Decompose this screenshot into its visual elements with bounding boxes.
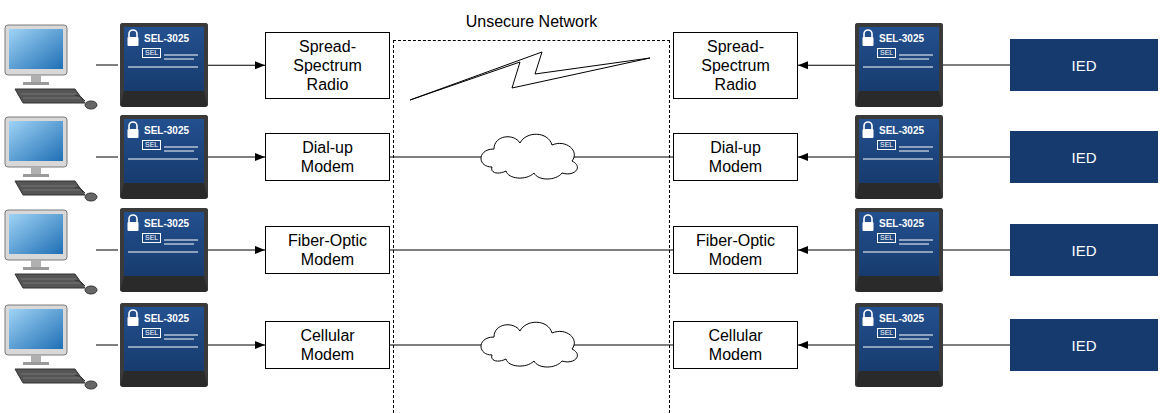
node-label: Cellular Modem <box>276 326 379 364</box>
network-cloud <box>481 322 577 367</box>
ied-box: IED <box>1010 319 1158 371</box>
connector-line <box>943 345 1010 346</box>
lightning-symbol <box>410 52 650 100</box>
brand-logo: SEL <box>877 328 896 338</box>
modem-box: Dial-up Modem <box>673 133 798 181</box>
region-heading: Unsecure Network <box>394 13 669 31</box>
node-label: IED <box>1071 337 1096 354</box>
connector-line <box>208 157 265 158</box>
encryption-device: SEL-3025SEL <box>855 23 943 107</box>
brand-logo: SEL <box>142 48 161 58</box>
connector-line <box>798 65 855 66</box>
ied-box: IED <box>1010 131 1158 183</box>
ied-box: IED <box>1010 224 1158 276</box>
encryption-device: SEL-3025SEL <box>855 115 943 199</box>
connector-line <box>798 250 855 251</box>
network-region: Unsecure Network <box>393 40 670 413</box>
connector-line <box>943 65 1010 66</box>
device-model: SEL-3025 <box>879 217 924 230</box>
encryption-device: SEL-3025SEL <box>120 303 208 387</box>
computer-wire <box>96 65 118 345</box>
node-label: Spread-Spectrum Radio <box>684 37 787 94</box>
node-label: IED <box>1071 149 1096 166</box>
modem-box: Cellular Modem <box>265 321 390 369</box>
node-label: Fiber-Optic Modem <box>276 231 379 269</box>
node-label: Cellular Modem <box>684 326 787 364</box>
modem-box: Fiber-Optic Modem <box>673 226 798 274</box>
ied-box: IED <box>1010 39 1158 91</box>
device-model: SEL-3025 <box>144 124 189 137</box>
encryption-device: SEL-3025SEL <box>120 115 208 199</box>
device-model: SEL-3025 <box>879 32 924 45</box>
brand-logo: SEL <box>142 233 161 243</box>
node-label: Dial-up Modem <box>276 138 379 176</box>
encryption-device: SEL-3025SEL <box>855 303 943 387</box>
modem-box: Fiber-Optic Modem <box>265 226 390 274</box>
modem-box: Dial-up Modem <box>265 133 390 181</box>
brand-logo: SEL <box>877 48 896 58</box>
node-label: IED <box>1071 57 1096 74</box>
connector-line <box>798 345 855 346</box>
device-model: SEL-3025 <box>879 312 924 325</box>
connector-line <box>943 157 1010 158</box>
modem-box: Spread-Spectrum Radio <box>673 32 798 99</box>
device-model: SEL-3025 <box>144 217 189 230</box>
encryption-device: SEL-3025SEL <box>120 208 208 292</box>
modem-box: Spread-Spectrum Radio <box>265 32 390 99</box>
network-cloud <box>481 134 577 179</box>
brand-logo: SEL <box>877 233 896 243</box>
connector-line <box>390 250 673 251</box>
device-model: SEL-3025 <box>144 32 189 45</box>
brand-logo: SEL <box>142 140 161 150</box>
node-label: Dial-up Modem <box>684 138 787 176</box>
connector-line <box>798 157 855 158</box>
encryption-device: SEL-3025SEL <box>855 208 943 292</box>
connector-line <box>208 65 265 66</box>
device-model: SEL-3025 <box>144 312 189 325</box>
connector-line <box>208 345 265 346</box>
connector-line <box>943 250 1010 251</box>
brand-logo: SEL <box>877 140 896 150</box>
device-model: SEL-3025 <box>879 124 924 137</box>
encryption-device: SEL-3025SEL <box>120 23 208 107</box>
modem-box: Cellular Modem <box>673 321 798 369</box>
computer-icon <box>5 25 97 389</box>
node-label: Spread-Spectrum Radio <box>276 37 379 94</box>
connector-line <box>208 250 265 251</box>
node-label: Fiber-Optic Modem <box>684 231 787 269</box>
node-label: IED <box>1071 242 1096 259</box>
brand-logo: SEL <box>142 328 161 338</box>
